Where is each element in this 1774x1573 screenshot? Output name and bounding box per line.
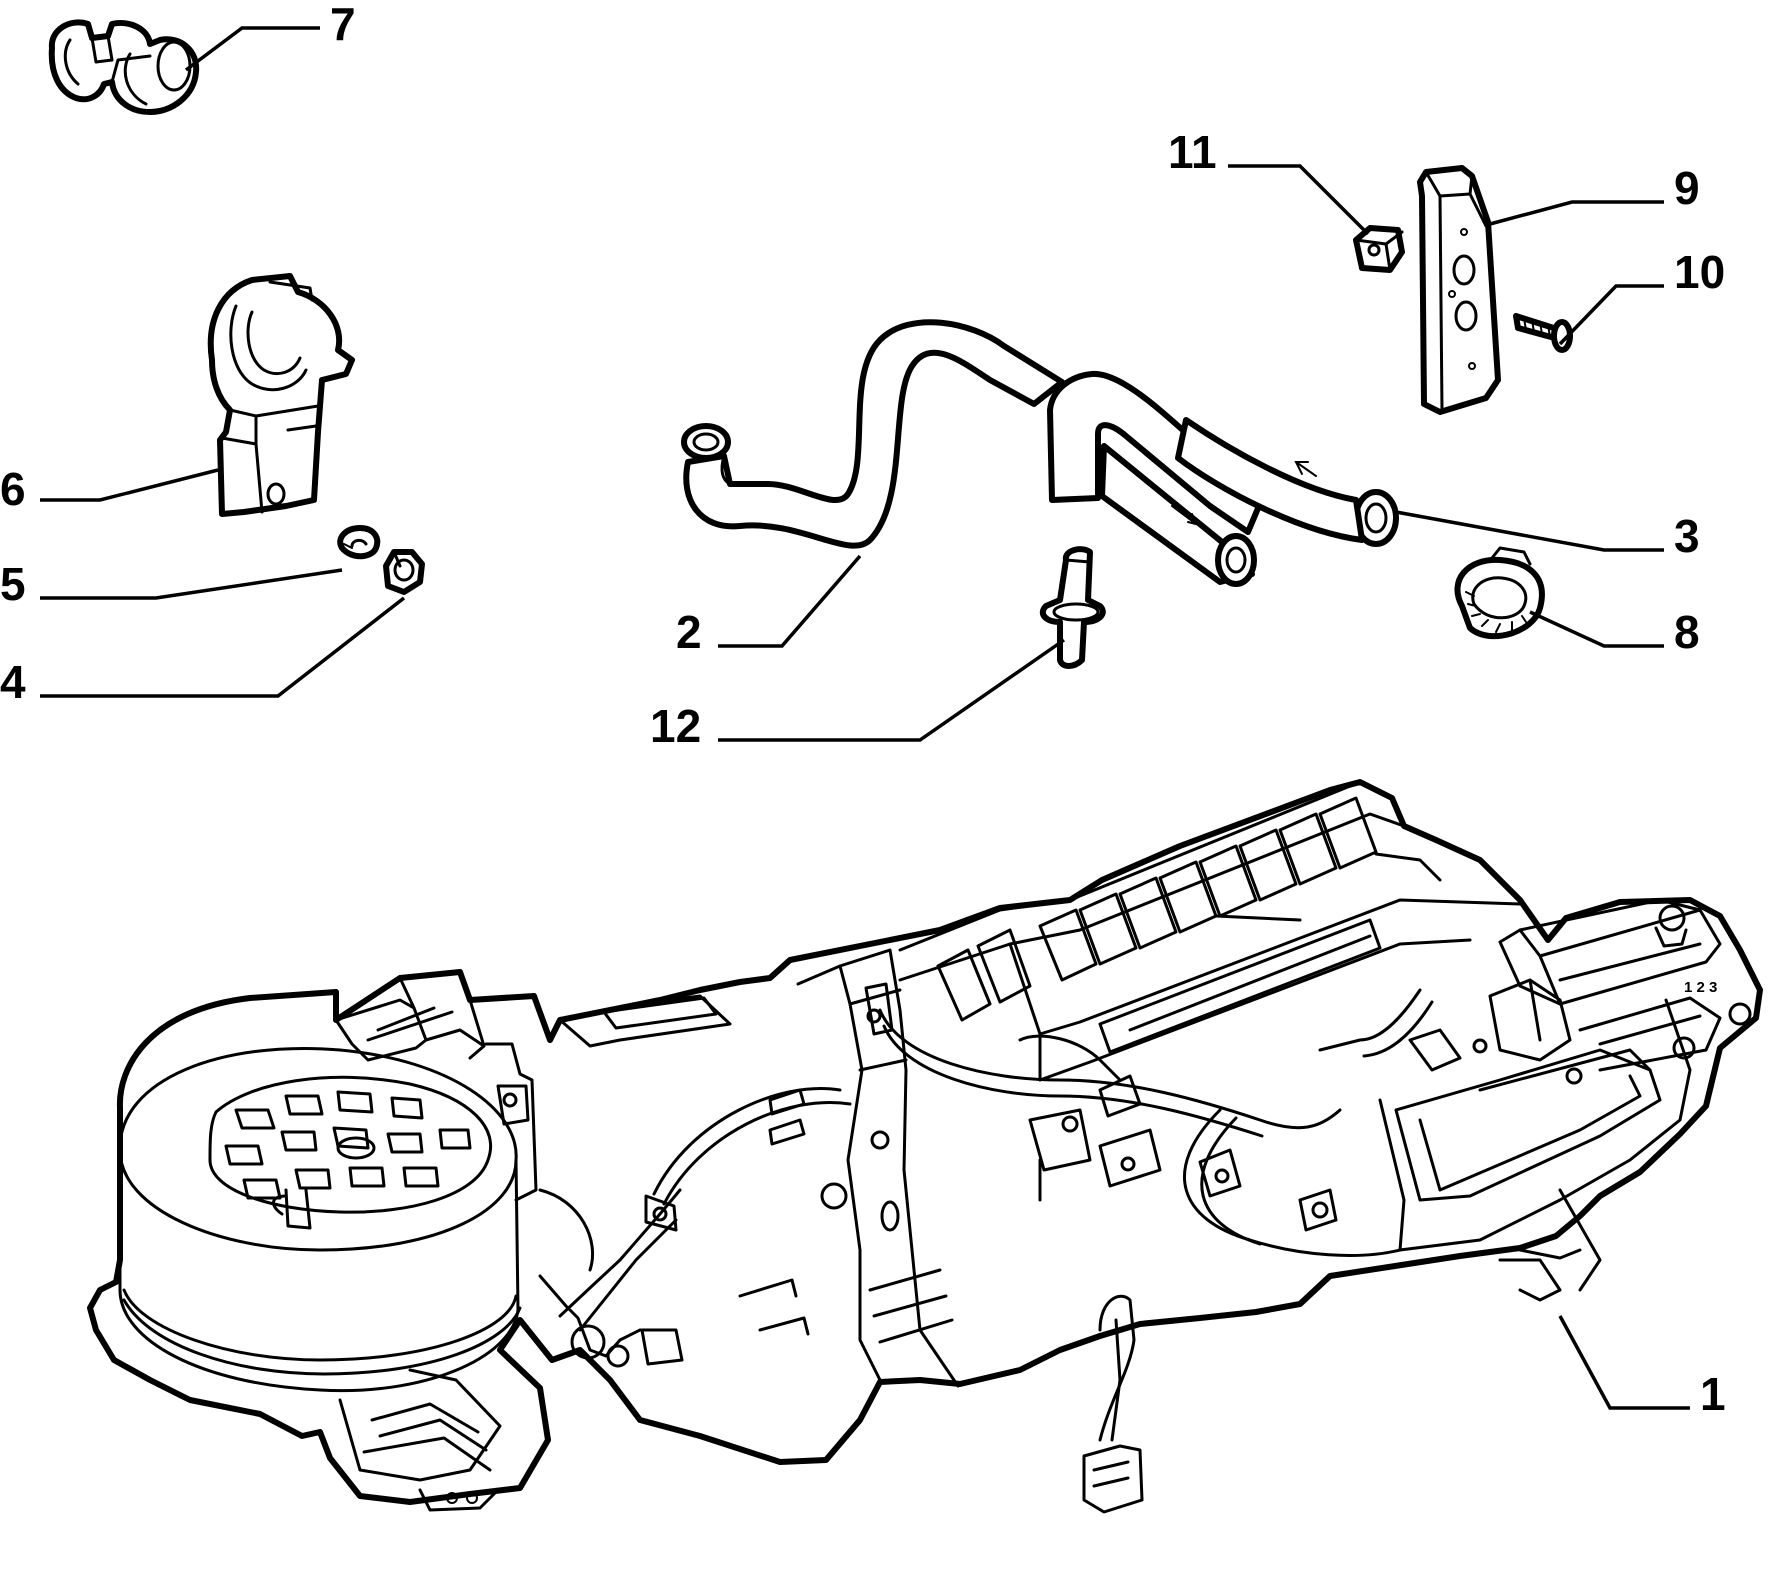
callout-labels: 7 6 5 4 2 12 11 9 10 3 8 1 bbox=[0, 0, 1726, 1420]
leader-8 bbox=[1529, 610, 1664, 648]
callout-12: 12 bbox=[650, 700, 701, 752]
part-3-hose bbox=[1047, 370, 1399, 587]
leader-11 bbox=[1228, 164, 1370, 236]
leader-6 bbox=[40, 468, 219, 502]
callout-6: 6 bbox=[0, 463, 26, 515]
callout-4: 4 bbox=[0, 656, 26, 708]
callout-11: 11 bbox=[1168, 126, 1217, 178]
callout-1: 1 bbox=[1700, 1368, 1726, 1420]
callout-2: 2 bbox=[676, 606, 702, 658]
part-6-bracket-clamp bbox=[207, 273, 355, 517]
part-10-screw bbox=[1513, 313, 1573, 353]
leader-5 bbox=[40, 568, 343, 600]
leader-lines bbox=[40, 26, 1690, 1410]
part-1-heater-assembly: 1 2 3 bbox=[87, 779, 1763, 1514]
leader-1 bbox=[1558, 1315, 1690, 1410]
part-11-square-nut bbox=[1353, 225, 1405, 273]
part-4-nut bbox=[383, 549, 425, 595]
leader-9 bbox=[1489, 200, 1664, 226]
part-8-hose-clamp bbox=[1454, 546, 1545, 640]
leader-3 bbox=[1395, 510, 1664, 552]
part-12-grommet bbox=[1039, 546, 1106, 669]
control-scale-label: 1 2 3 bbox=[1684, 979, 1717, 996]
leader-12 bbox=[718, 638, 1065, 742]
leader-10 bbox=[1558, 284, 1664, 346]
callout-7: 7 bbox=[330, 0, 356, 50]
leader-7 bbox=[184, 26, 320, 72]
callout-8: 8 bbox=[1674, 606, 1700, 658]
part-5-lock-washer bbox=[337, 525, 381, 560]
leader-4 bbox=[40, 596, 406, 698]
part-7-double-clip bbox=[48, 19, 200, 115]
callout-10: 10 bbox=[1674, 246, 1725, 298]
part-2-hose bbox=[681, 319, 1065, 549]
callout-3: 3 bbox=[1674, 510, 1700, 562]
callout-5: 5 bbox=[0, 558, 26, 610]
part-9-mounting-plate bbox=[1417, 165, 1501, 415]
callout-9: 9 bbox=[1674, 162, 1700, 214]
leader-2 bbox=[718, 554, 862, 648]
